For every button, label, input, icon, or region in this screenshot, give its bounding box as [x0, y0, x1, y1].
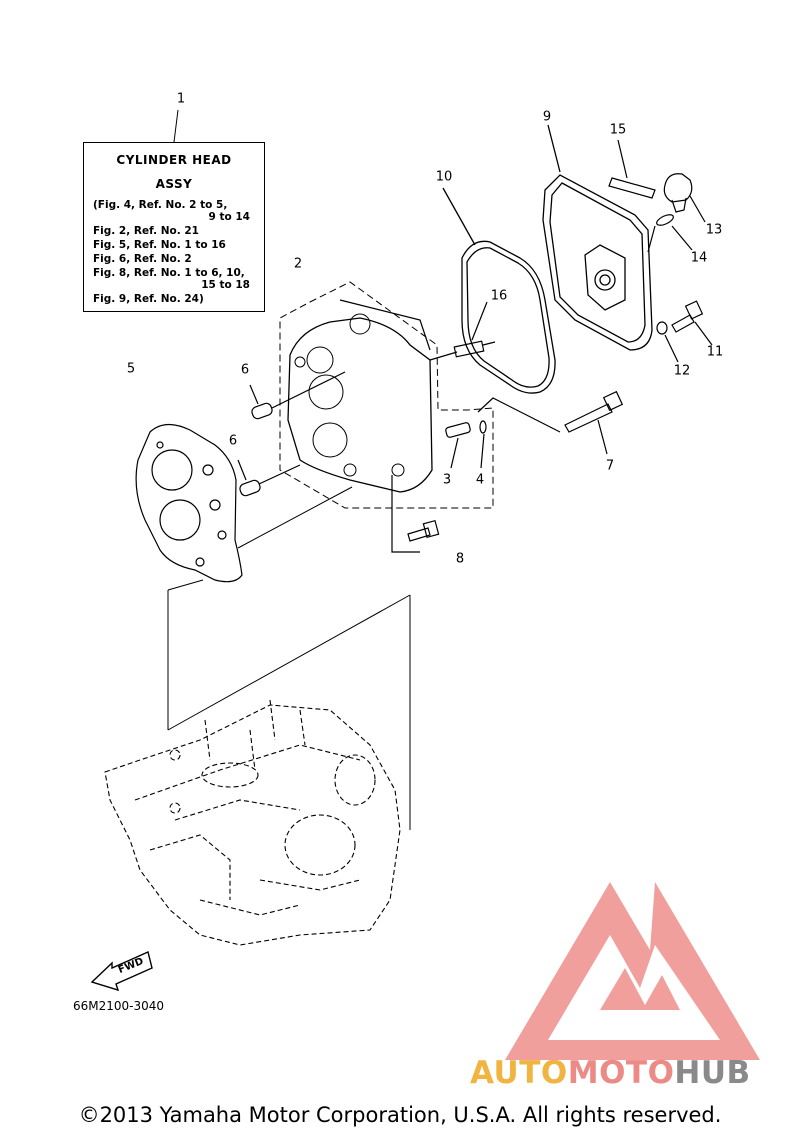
part-label-9: 9 [542, 109, 552, 125]
watermark-auto: AUTO [470, 1055, 568, 1091]
part-label-14: 14 [690, 250, 708, 266]
part-label-1: 1 [176, 91, 186, 107]
callout-ref: Fig. 5, Ref. No. 1 to 16 [93, 239, 226, 251]
cylinder-head-cover [542, 124, 653, 351]
assembly-callout-box: CYLINDER HEAD ASSY (Fig. 4, Ref. No. 2 t… [83, 142, 265, 312]
engine-block [104, 699, 401, 946]
cover-gasket [442, 187, 556, 394]
thermostat [445, 420, 487, 469]
part-label-15: 15 [609, 122, 627, 138]
callout-ref: (Fig. 4, Ref. No. 2 to 5, [93, 199, 228, 211]
callout-ref: 15 to 18 [201, 279, 250, 291]
part-label-6: 6 [240, 362, 250, 378]
part-label-12: 12 [673, 363, 691, 379]
watermark-hub: HUB [674, 1055, 751, 1091]
part-label-2: 2 [293, 256, 303, 272]
head-bolt [477, 390, 624, 455]
callout-ref: Fig. 2, Ref. No. 21 [93, 225, 199, 237]
leader-1 [173, 109, 179, 143]
dowel-pins [237, 371, 346, 497]
callout-ref: 9 to 14 [208, 211, 250, 223]
copyright-notice: ©2013 Yamaha Motor Corporation, U.S.A. A… [78, 1103, 722, 1127]
diagram-code: 66M2100-3040 [73, 999, 165, 1013]
watermark-text: AUTOMOTOHUB [470, 1055, 751, 1091]
part-label-5: 5 [126, 361, 136, 377]
part-label-3: 3 [442, 472, 452, 488]
cover-bolt [391, 475, 440, 553]
cover-bolt-washer [656, 300, 713, 363]
part-label-11: 11 [706, 344, 724, 360]
assembly-lines [167, 486, 411, 830]
head-gasket [135, 423, 243, 583]
callout-title-line2: ASSY [155, 177, 193, 191]
part-label-16: 16 [490, 288, 508, 304]
caution-label [608, 139, 656, 199]
part-label-10: 10 [435, 169, 453, 185]
fwd-arrow-icon [90, 951, 153, 992]
watermark-logo [505, 882, 760, 1060]
part-label-6: 6 [228, 433, 238, 449]
callout-ref: Fig. 9, Ref. No. 24) [93, 293, 204, 305]
callout-title: CYLINDER HEAD [116, 153, 232, 167]
part-label-7: 7 [605, 458, 615, 474]
part-label-13: 13 [705, 222, 723, 238]
callout-ref: Fig. 8, Ref. No. 1 to 6, 10, [93, 267, 245, 279]
cylinder-head-group [279, 281, 494, 509]
part-label-8: 8 [455, 551, 465, 567]
oil-filler-cap [647, 173, 706, 253]
part-label-4: 4 [475, 472, 485, 488]
callout-ref: Fig. 6, Ref. No. 2 [93, 253, 192, 265]
watermark-moto: MOTO [567, 1055, 675, 1091]
